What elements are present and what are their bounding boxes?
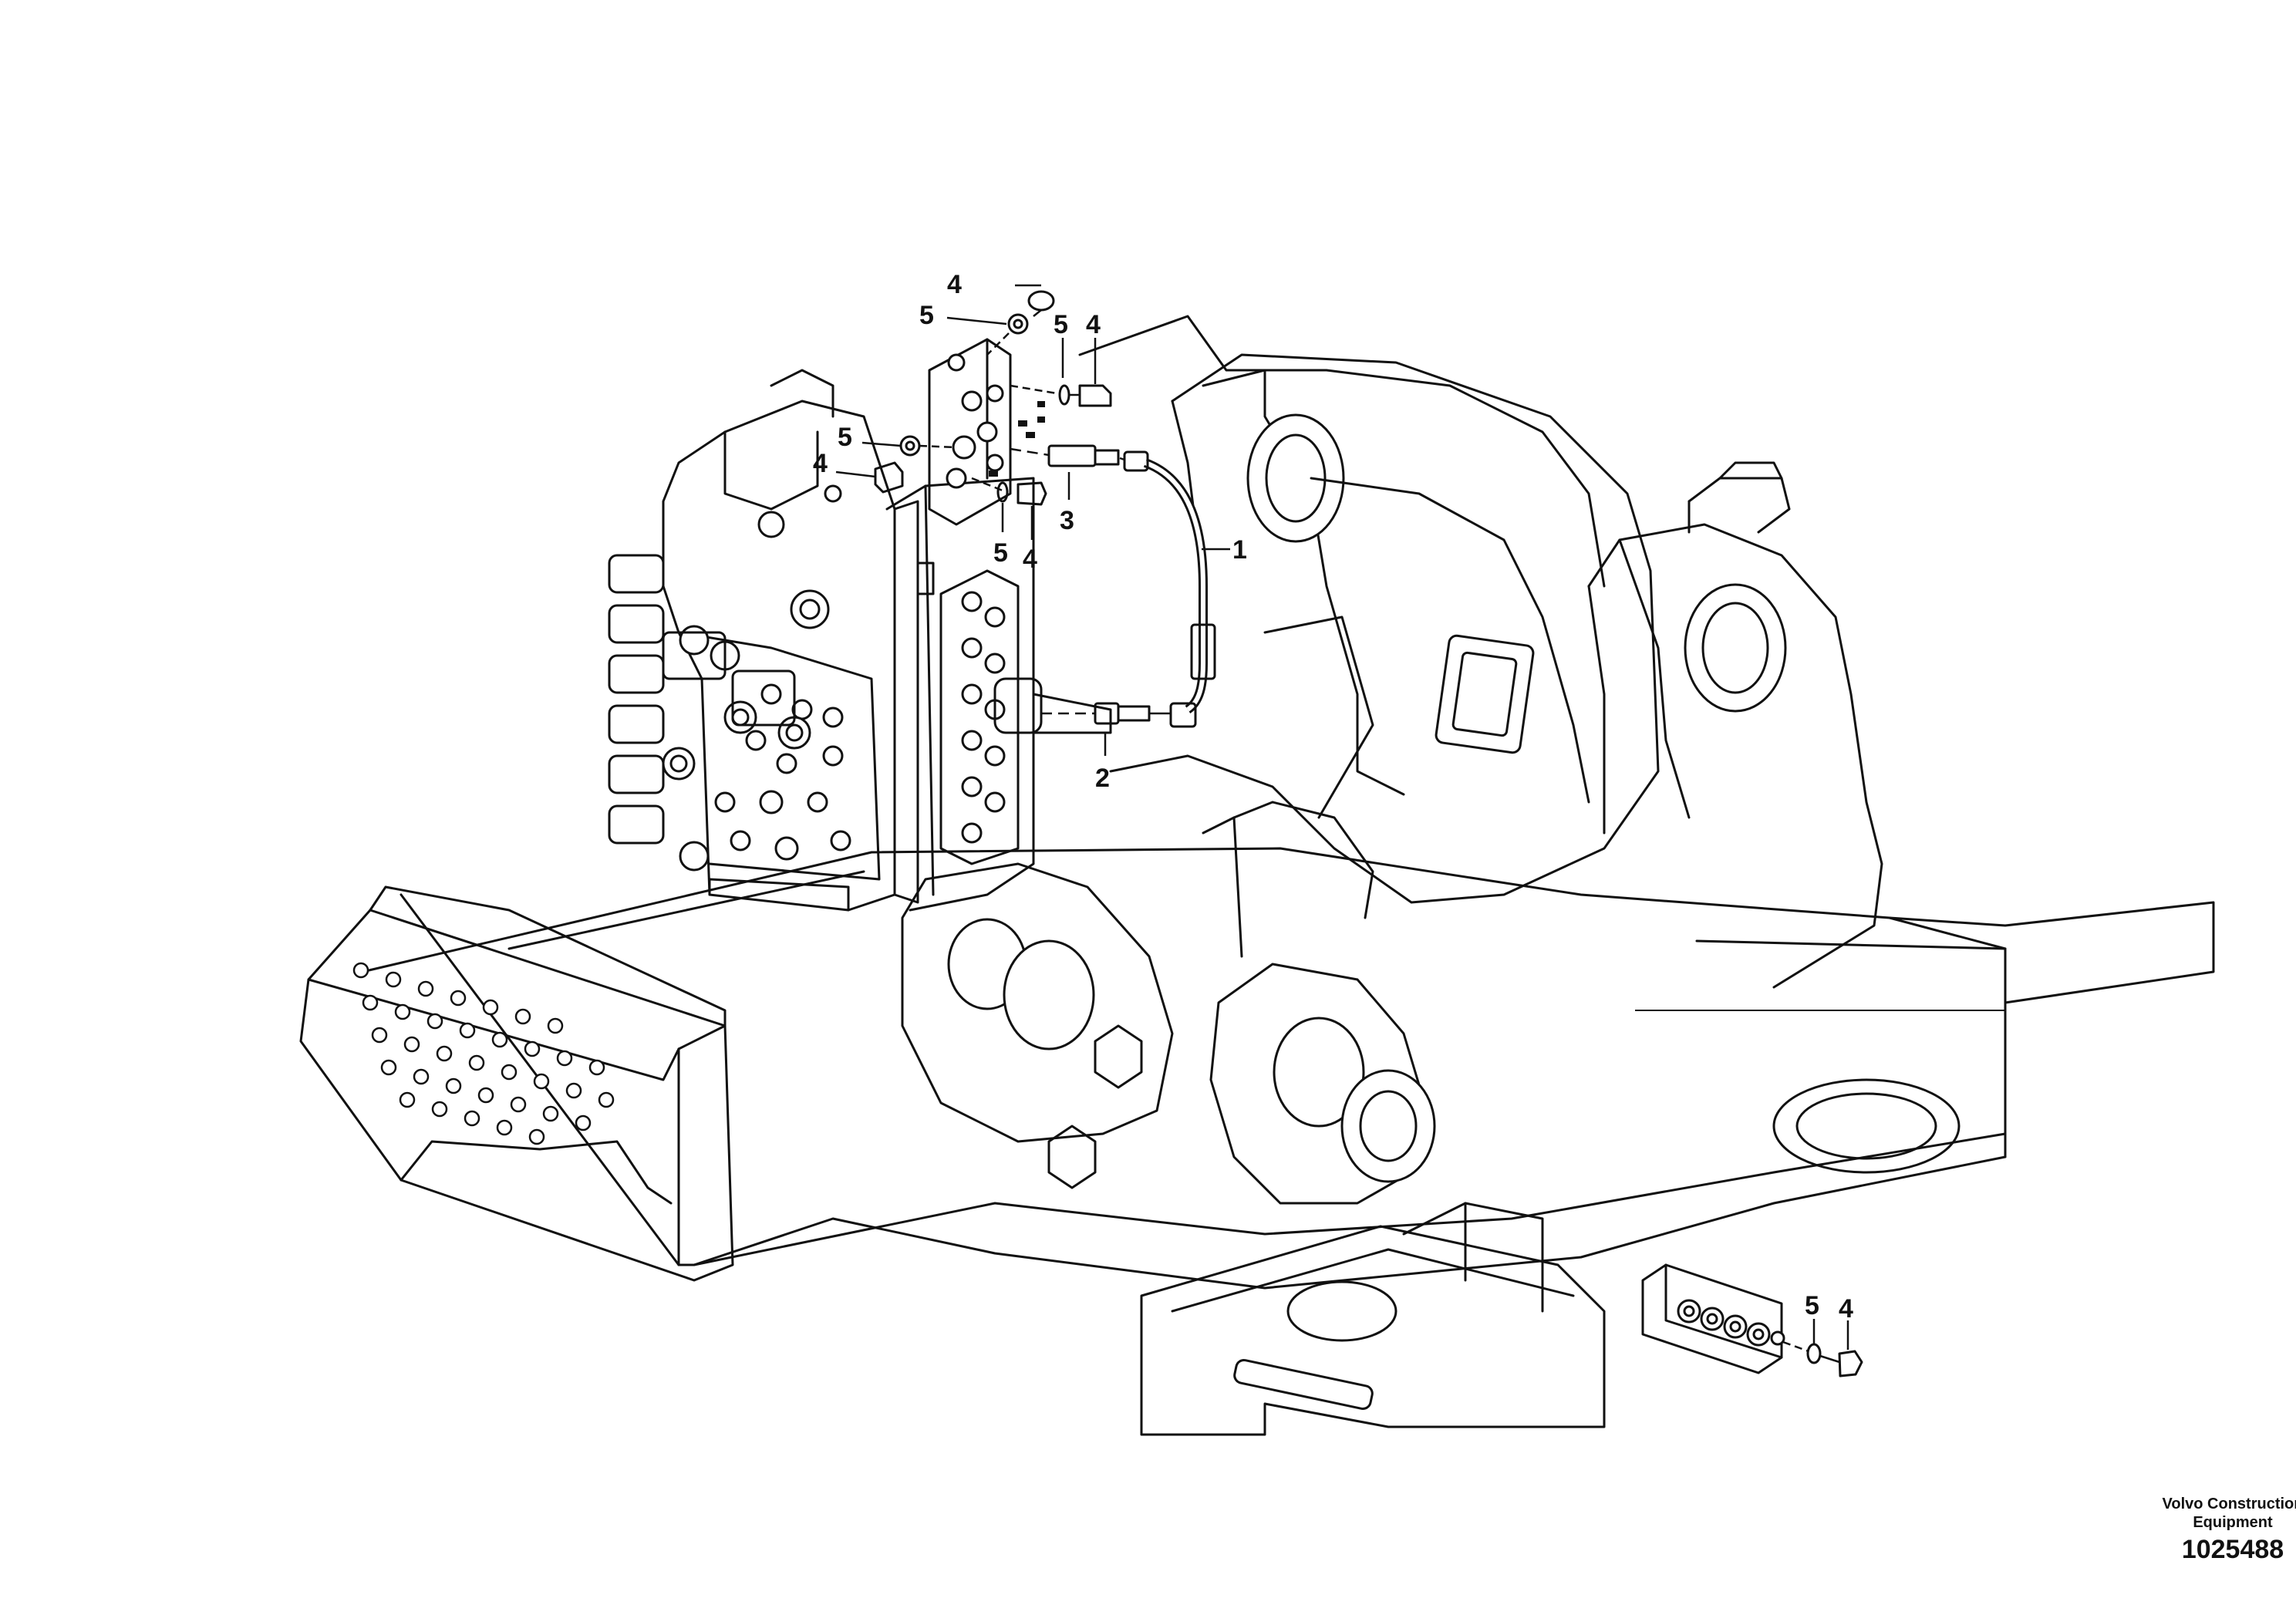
valve-mount-plate bbox=[885, 477, 1035, 912]
callout-4-left: 4 bbox=[813, 449, 828, 478]
lower-cross-member bbox=[1140, 1202, 1606, 1436]
brand-caption: Volvo Construction Equipment bbox=[2163, 1495, 2296, 1532]
distribution-block bbox=[1641, 1263, 1863, 1378]
callout-5-middle: 5 bbox=[993, 538, 1008, 568]
manifold-block bbox=[928, 338, 1012, 526]
callout-4-top: 4 bbox=[947, 270, 962, 299]
callout-4-middle: 4 bbox=[1023, 545, 1037, 574]
callout-5-left: 5 bbox=[838, 423, 852, 452]
leader-lines bbox=[835, 284, 1849, 1350]
plugs-and-seals bbox=[874, 290, 1112, 506]
callout-5-top: 5 bbox=[919, 301, 934, 330]
lower-fitting bbox=[1041, 702, 1171, 725]
upper-frame-base bbox=[361, 847, 2215, 1290]
swing-ring bbox=[1772, 1078, 1961, 1174]
adapter-fitting bbox=[1010, 444, 1125, 467]
callout-2: 2 bbox=[1095, 764, 1110, 793]
callout-4-right: 4 bbox=[1086, 310, 1101, 339]
callout-5-lower-block: 5 bbox=[1805, 1291, 1819, 1320]
control-valve bbox=[608, 369, 919, 912]
hydraulic-hose bbox=[1123, 450, 1216, 728]
callout-5-right: 5 bbox=[1054, 310, 1068, 339]
boom-bracket-rear bbox=[1109, 353, 1660, 904]
lower-pin-lugs bbox=[901, 801, 1436, 1205]
callout-1: 1 bbox=[1232, 535, 1247, 565]
callout-4-lower-block: 4 bbox=[1839, 1294, 1853, 1324]
drawing-number: 1025488 bbox=[2181, 1535, 2284, 1564]
callout-3: 3 bbox=[1060, 506, 1074, 535]
frame-side-plate bbox=[1078, 315, 1606, 819]
callout-labels: 1 2 3 4 4 4 4 4 5 5 5 5 5 bbox=[813, 270, 1853, 1324]
step-plate bbox=[299, 885, 734, 1282]
step-holes bbox=[352, 962, 615, 1145]
brand-line-1: Volvo Construction bbox=[2162, 1496, 2296, 1512]
right-valve-bank bbox=[939, 569, 1112, 865]
boom-bracket-front bbox=[1587, 461, 1883, 989]
brand-line-2: Equipment bbox=[2193, 1514, 2273, 1531]
